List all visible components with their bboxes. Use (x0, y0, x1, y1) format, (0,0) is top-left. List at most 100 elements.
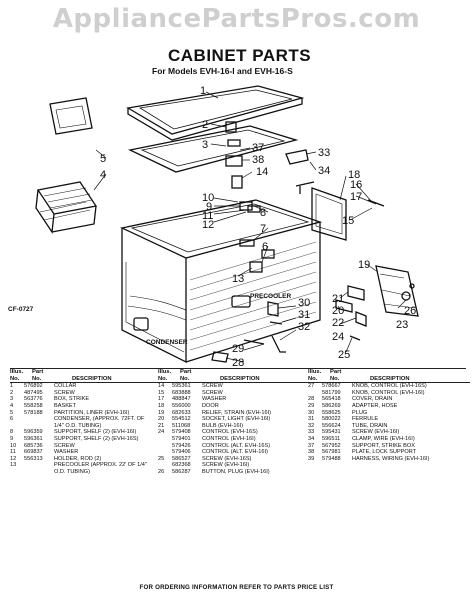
table-cell-part: 578667 (322, 383, 341, 390)
table-cell-desc: CONDENSER, (APPROX. 72FT. OF 1/4" O.D. T… (54, 416, 145, 429)
table-cell-no: 32 (308, 422, 315, 429)
lid-outline (126, 85, 305, 135)
table-cell-desc: HARNESS, WIRING (EVH-16I) (352, 455, 430, 462)
table-cell-no: 25 (158, 455, 165, 462)
callout-17: 17 (350, 191, 362, 203)
table-cell-part: 488847 (172, 396, 191, 403)
table-cell-part: 586269 (322, 402, 341, 409)
table-cell-desc: BASKET (54, 402, 77, 409)
table-cell-desc: SUPPORT, STRIKE BOX (352, 442, 415, 449)
table-cell-part: 586527 (172, 455, 191, 462)
callout-23: 23 (396, 319, 408, 331)
table-header-1: Illus.Part No.No.DESCRIPTION (10, 369, 172, 384)
table-cell-part: 683888 (172, 389, 191, 396)
table-row: 4 558258 BASKET (10, 403, 172, 410)
table-cell-part: 596359 (24, 429, 43, 436)
callout-26: 26 (404, 305, 416, 317)
table-cell-no: 34 (308, 435, 315, 442)
table-cell-part: 579426 (172, 442, 191, 449)
table-cell-no (158, 436, 172, 443)
table-cell-desc: CONTROL (EVH-16I) (202, 435, 256, 442)
callout-7: 7 (260, 223, 266, 235)
callout-4: 4 (100, 169, 106, 181)
callout-15: 15 (342, 215, 354, 227)
callout-12: 12 (202, 219, 214, 231)
callout-29: 29 (232, 343, 244, 355)
table-cell-desc: SCREW (202, 389, 223, 396)
table-cell-no: 10 (10, 442, 17, 449)
table-cell-no: 38 (308, 449, 315, 456)
basket (35, 181, 98, 234)
table-header-3: Illus.Part No.No.DESCRIPTION (308, 369, 470, 384)
callout-31: 31 (298, 309, 310, 321)
table-cell-no: 4 (10, 402, 14, 409)
door-panel (311, 187, 347, 241)
table-cell-desc: BUTTON, PLUG (EVH-16I) (202, 468, 270, 475)
ordering-footer: FOR ORDERING INFORMATION REFER TO PARTS … (139, 584, 334, 591)
table-cell-no: 13 (10, 462, 17, 469)
table-cell-no: 3 (10, 396, 14, 403)
lid-gasket (127, 125, 299, 173)
table-cell-desc: COVER, DRAIN (352, 396, 393, 403)
table-cell-no (158, 449, 172, 456)
table-cell-no (158, 443, 172, 450)
table-cell-desc: SCREW (54, 389, 75, 396)
callout-11: 11 (202, 210, 213, 222)
callout-24: 24 (332, 331, 344, 343)
table-cell-part: 596511 (322, 435, 341, 442)
table-cell-no: 39 (308, 455, 315, 462)
callout-numbers: 1 2 3 37 38 14 33 34 5 4 10 9 11 12 8 7 … (100, 85, 416, 369)
callout-20: 20 (332, 305, 344, 317)
condenser-label: CONDENSER (146, 339, 188, 346)
table-cell-desc: WASHER (54, 449, 79, 456)
table-cell-no: 1 (10, 383, 14, 390)
table-cell-no (158, 462, 172, 469)
cabinet-body (119, 199, 323, 364)
table-cell-no: 20 (158, 416, 165, 423)
callout-28: 28 (232, 357, 244, 369)
table-cell-part: 682633 (172, 409, 191, 416)
table-cell-part: 580022 (322, 416, 341, 423)
callout-2: 2 (202, 119, 208, 131)
table-cell-desc: WASHER (202, 396, 227, 403)
callout-6: 6 (262, 241, 268, 253)
table-cell-desc: SCREW (202, 383, 223, 390)
table-cell-no: 27 (308, 383, 315, 390)
precooler-label: PRECOOLER (250, 293, 291, 300)
table-cell-part: 579401 (172, 435, 191, 442)
table-cell-part: 556000 (172, 402, 191, 409)
exploded-parts-diagram: 1 2 3 37 38 14 33 34 5 4 10 9 11 12 8 7 … (8, 85, 419, 369)
table-cell-part: 685736 (24, 442, 43, 449)
table-cell-no: 15 (158, 389, 165, 396)
table-cell-no: 18 (158, 402, 165, 409)
table-row: 15 683888 SCREW (158, 390, 320, 397)
table-cell-part: 682368 (172, 462, 191, 469)
callout-34: 34 (318, 165, 330, 177)
table-cell-no: 12 (10, 455, 17, 462)
callout-32: 32 (298, 321, 310, 333)
table-cell-part: 558258 (24, 402, 43, 409)
table-cell-no: 19 (158, 409, 165, 416)
table-cell-no: 8 (10, 429, 14, 436)
callout-22: 22 (332, 317, 344, 329)
table-cell-desc: PLATE, LOCK SUPPORT (352, 449, 417, 456)
